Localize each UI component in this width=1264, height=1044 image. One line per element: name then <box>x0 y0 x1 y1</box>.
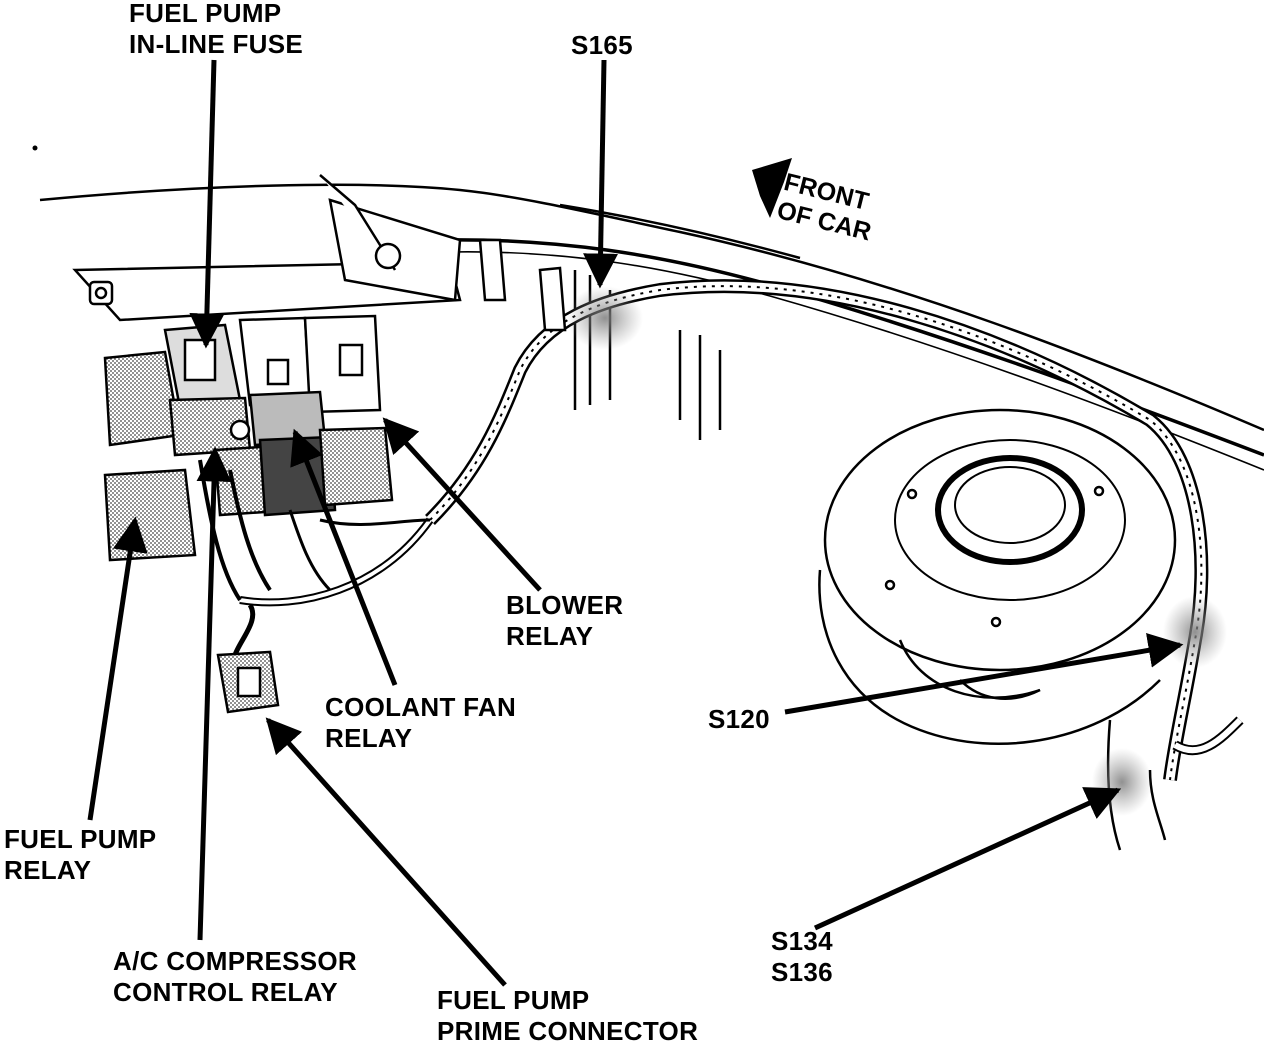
leader-lines <box>87 59 1184 987</box>
label-line: CONTROL RELAY <box>113 977 338 1007</box>
prime-connector <box>216 603 280 714</box>
label-s120: S120 <box>708 704 770 735</box>
label-ac-compressor-control-relay: A/C COMPRESSOR CONTROL RELAY <box>113 946 357 1008</box>
leader-fuel-pump-prime-connector <box>265 717 507 987</box>
front-of-car-arrow <box>752 158 792 218</box>
label-line: FUEL PUMP <box>437 985 590 1015</box>
label-line: S120 <box>708 704 770 734</box>
label-s165: S165 <box>571 30 633 61</box>
leader-fuel-pump-relay <box>87 516 148 821</box>
label-fuel-pump-relay: FUEL PUMP RELAY <box>4 824 156 886</box>
label-blower-relay: BLOWER RELAY <box>506 590 623 652</box>
label-fuel-pump-prime-connector: FUEL PUMP PRIME CONNECTOR <box>437 985 698 1044</box>
label-line: FUEL PUMP <box>129 0 282 28</box>
leader-ac-compressor-control-relay <box>196 446 232 941</box>
label-line: RELAY <box>4 855 92 885</box>
label-line: RELAY <box>506 621 594 651</box>
strut-tower <box>818 408 1177 851</box>
splice-shading <box>567 286 1227 816</box>
label-line: RELAY <box>325 723 413 753</box>
label-line: S136 <box>771 957 833 987</box>
leader-s165 <box>583 59 619 289</box>
leader-blower-relay <box>382 417 542 592</box>
label-line: A/C COMPRESSOR <box>113 946 358 976</box>
mounting-bracket <box>72 174 567 332</box>
label-line: IN-LINE FUSE <box>129 29 304 59</box>
label-line: FUEL PUMP <box>4 824 157 854</box>
label-s134-s136: S134 S136 <box>771 926 833 988</box>
label-coolant-fan-relay: COOLANT FAN RELAY <box>325 692 516 754</box>
leader-coolant-fan-relay <box>290 428 398 686</box>
label-line: BLOWER <box>506 590 624 620</box>
leader-fuel-pump-inline-fuse <box>189 59 225 349</box>
label-line: S165 <box>571 30 633 60</box>
stray-dot <box>32 145 38 151</box>
leader-s120 <box>784 633 1184 715</box>
label-line: COOLANT FAN <box>325 692 517 722</box>
label-line: PRIME CONNECTOR <box>437 1016 699 1044</box>
label-line: S134 <box>771 926 833 956</box>
leader-s134-s136 <box>813 787 1122 931</box>
label-fuel-pump-inline-fuse: FUEL PUMP IN-LINE FUSE <box>129 0 303 60</box>
relay-center <box>103 314 431 602</box>
